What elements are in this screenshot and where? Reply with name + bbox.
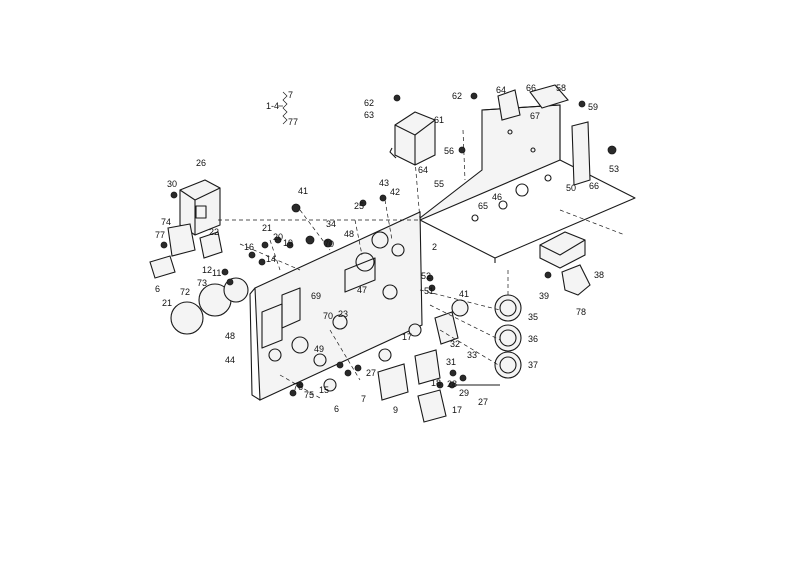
callout: 12	[202, 265, 212, 275]
callout: 48	[344, 229, 354, 239]
lower-components	[323, 299, 500, 423]
chassis-tray	[419, 104, 636, 263]
callout: 44	[225, 355, 235, 365]
callout: 42	[390, 187, 400, 197]
callout: 50	[566, 183, 576, 193]
callout: 27	[366, 368, 376, 378]
callout: 77	[155, 230, 165, 240]
callout: 15	[319, 385, 329, 395]
callout: 78	[576, 307, 586, 317]
bracket-assembly	[497, 84, 617, 186]
callout: 17	[402, 332, 412, 342]
callout: 73	[197, 278, 207, 288]
callout: 27	[478, 397, 488, 407]
callout: 56	[444, 146, 454, 156]
callout: 35	[528, 312, 538, 322]
callout: 32	[450, 339, 460, 349]
callout: 61	[434, 115, 444, 125]
callout: 31	[446, 357, 456, 367]
callout: 51	[424, 286, 434, 296]
callout: 63	[364, 110, 374, 120]
callout: 2	[432, 242, 437, 252]
legend-label: 77	[288, 117, 298, 127]
callout: 33	[467, 350, 477, 360]
callout: 28	[447, 379, 457, 389]
callout: 64	[418, 165, 428, 175]
callout: 66	[526, 83, 536, 93]
callout: 49	[314, 344, 324, 354]
callout: 21	[262, 223, 272, 233]
callout: 17	[452, 405, 462, 415]
callout: 48	[225, 331, 235, 341]
callout: 70	[323, 311, 333, 321]
callout: 7	[361, 394, 366, 404]
callout: 66	[589, 181, 599, 191]
callout: 72	[180, 287, 190, 297]
callout: 37	[528, 360, 538, 370]
callout: 29	[459, 388, 469, 398]
callout: 20	[273, 232, 283, 242]
callout: 43	[379, 178, 389, 188]
callout: 41	[298, 186, 308, 196]
legend-label: 7	[288, 90, 293, 100]
callout: 34	[326, 219, 336, 229]
callout: 62	[364, 98, 374, 108]
callout: 74	[161, 217, 171, 227]
legend-label: 1-4	[266, 101, 279, 111]
callout: 70	[324, 239, 334, 249]
gauge-meters	[494, 294, 522, 379]
callout: 19	[283, 238, 293, 248]
callout: 55	[434, 179, 444, 189]
callout: 69	[311, 291, 321, 301]
callout: 26	[196, 158, 206, 168]
fasteners	[160, 92, 552, 397]
relay-housing	[389, 111, 436, 166]
front-panel	[249, 211, 423, 401]
callout: 30	[167, 179, 177, 189]
callout: 6	[334, 404, 339, 414]
assembly-lines	[218, 129, 626, 399]
callout: 41	[459, 289, 469, 299]
left-components	[149, 179, 249, 335]
callout: 52	[421, 271, 431, 281]
callout: 25	[354, 201, 364, 211]
callout: 58	[556, 83, 566, 93]
callout: 38	[594, 270, 604, 280]
callout: 64	[496, 85, 506, 95]
transformer	[539, 231, 591, 296]
callout: 36	[528, 334, 538, 344]
callout: 76	[293, 382, 303, 392]
callout-labels: 62 63 64 61 62 56 55 46 65 64 66 58 59 6…	[155, 83, 619, 415]
callout: 21	[162, 298, 172, 308]
callout: 14	[266, 254, 276, 264]
callout: 39	[539, 291, 549, 301]
legend-key: 1-4 7 77	[266, 90, 298, 127]
callout: 62	[452, 91, 462, 101]
callout: 6	[155, 284, 160, 294]
callout: 16	[244, 242, 254, 252]
callout: 23	[338, 309, 348, 319]
callout: 47	[357, 285, 367, 295]
callout: 67	[530, 111, 540, 121]
callout: 22	[209, 227, 219, 237]
callout: 18	[431, 378, 441, 388]
callout: 9	[393, 405, 398, 415]
callout: 59	[588, 102, 598, 112]
callout: 53	[609, 164, 619, 174]
callout: 11	[212, 268, 221, 278]
callout: 46	[492, 192, 502, 202]
callout: 75	[304, 390, 314, 400]
callout: 65	[478, 201, 488, 211]
